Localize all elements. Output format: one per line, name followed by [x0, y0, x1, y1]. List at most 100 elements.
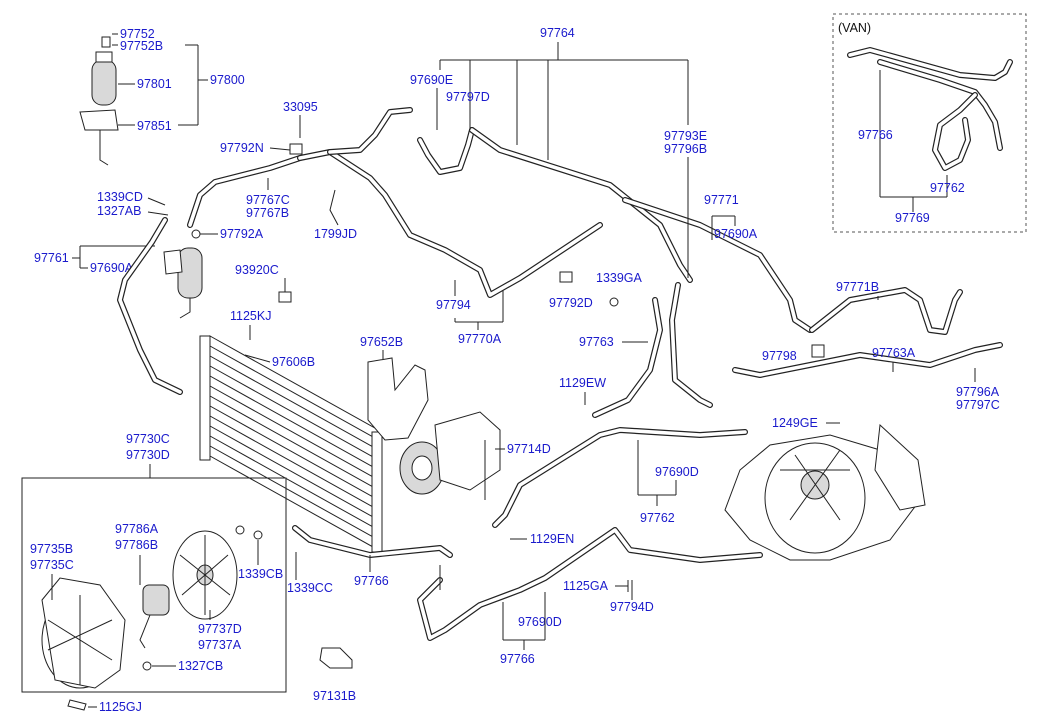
label-97797C: 97797C: [956, 398, 1000, 412]
label-97786A: 97786A: [115, 522, 159, 536]
fan-assembly-inset: 97730C 97730D 97786A 97786B 97735B 97735…: [21, 432, 287, 693]
fan-inset-border: [21, 477, 287, 693]
label-97797D: 97797D: [446, 90, 490, 104]
nut-1327CB: [142, 661, 152, 671]
upper-labels: 97764 97690E 97797D 97793E 97796B 97771 …: [410, 26, 1000, 412]
label-97794: 97794: [436, 298, 471, 312]
upper-pipe-network: [297, 107, 1003, 418]
label-1129EN: 1129EN: [530, 532, 574, 546]
van-inset-border: [832, 13, 1027, 233]
label-97792N: 97792N: [220, 141, 264, 155]
bolt-1125GJ: 1125GJ: [67, 699, 142, 714]
label-1327CB: 1327CB: [178, 659, 223, 673]
label-97131B: 97131B: [313, 689, 356, 703]
compressor-pulley-hub: [411, 455, 433, 481]
compressor-area: 97652B 1129EW 97714D: [360, 335, 606, 500]
label-97690D-low: 97690D: [518, 615, 562, 629]
van-title: (VAN): [838, 21, 871, 35]
label-97766-mid: 97766: [354, 574, 389, 588]
label-97792D: 97792D: [549, 296, 593, 310]
label-97767B: 97767B: [246, 206, 289, 220]
label-97690A-right: 97690A: [714, 227, 758, 241]
receiver-drier-assembly: 97752 97752B 97801 97800 97851: [79, 27, 245, 166]
valve-cap-part: [278, 291, 292, 303]
cap-part: [101, 36, 111, 48]
label-93920C: 93920C: [235, 263, 279, 277]
label-1125KJ: 1125KJ: [230, 309, 271, 323]
label-1125GJ: 1125GJ: [99, 700, 142, 714]
label-1327AB: 1327AB: [97, 204, 141, 218]
van-label-97762: 97762: [930, 181, 965, 195]
label-1799JD: 1799JD: [314, 227, 357, 241]
label-97652B: 97652B: [360, 335, 403, 349]
left-drier-canister: [177, 247, 203, 299]
nut-1339GA: [609, 297, 619, 307]
label-97737A: 97737A: [198, 638, 242, 652]
left-drier-and-pipe: [117, 155, 303, 395]
shroud-bracket: [874, 423, 926, 511]
label-33095: 33095: [283, 100, 318, 114]
compressor-body: [434, 411, 501, 491]
clip-part: [289, 143, 303, 155]
label-97735C: 97735C: [30, 558, 74, 572]
label-97796B: 97796B: [664, 142, 707, 156]
fan-shroud-right: 1249GE: [724, 416, 926, 561]
label-1339GA: 1339GA: [596, 271, 643, 285]
label-97767C: 97767C: [246, 193, 290, 207]
washer-part: [235, 525, 245, 535]
compressor-bracket: [367, 357, 429, 441]
bolt-part: [67, 699, 87, 711]
fan-motor: [142, 584, 170, 616]
label-97793E: 97793E: [664, 129, 707, 143]
label-97761: 97761: [34, 251, 69, 265]
left-drier-bracket: [163, 249, 183, 275]
label-97771: 97771: [704, 193, 739, 207]
label-97714D: 97714D: [507, 442, 551, 456]
van-label-97769: 97769: [895, 211, 930, 225]
lower-pipe-network: 97690D 97762 1129EN 1125GA 97794D 1339CC…: [287, 427, 763, 703]
condenser-right-tank: [371, 431, 383, 553]
label-97763A: 97763A: [872, 346, 916, 360]
drier-bracket: [79, 109, 119, 131]
condenser-left-tank: [199, 335, 211, 461]
label-97737D: 97737D: [198, 622, 242, 636]
label-97735B: 97735B: [30, 542, 73, 556]
label-97690E: 97690E: [410, 73, 453, 87]
bracket-97131B: [319, 647, 353, 669]
clamp-part-97798: [811, 344, 825, 358]
label-97798: 97798: [762, 349, 797, 363]
label-97764: 97764: [540, 26, 575, 40]
label-97801: 97801: [137, 77, 172, 91]
label-97730D: 97730D: [126, 448, 170, 462]
drier-top: [95, 51, 113, 63]
drier-canister: [91, 59, 117, 106]
label-1339CC: 1339CC: [287, 581, 333, 595]
label-97766-low: 97766: [500, 652, 535, 666]
label-97730C: 97730C: [126, 432, 170, 446]
label-97762-mid: 97762: [640, 511, 675, 525]
nut-part: [253, 530, 263, 540]
label-97851: 97851: [137, 119, 172, 133]
label-1129EW: 1129EW: [559, 376, 606, 390]
label-97752B: 97752B: [120, 39, 163, 53]
label-97752: 97752: [120, 27, 155, 41]
clamp-part-97792D: [559, 271, 573, 283]
label-97763: 97763: [579, 335, 614, 349]
label-1125GA: 1125GA: [563, 579, 609, 593]
label-1339CD: 1339CD: [97, 190, 143, 204]
label-1339CB: 1339CB: [238, 567, 283, 581]
label-97606B: 97606B: [272, 355, 315, 369]
label-97771B: 97771B: [836, 280, 879, 294]
top-left-labels: 33095 97792N 1339CD 1327AB 97767C 97767B…: [34, 100, 357, 369]
label-97770A: 97770A: [458, 332, 502, 346]
label-97786B: 97786B: [115, 538, 158, 552]
label-97690D-mid: 97690D: [655, 465, 699, 479]
o-ring-part: [191, 229, 201, 239]
label-97794D: 97794D: [610, 600, 654, 614]
label-97792A: 97792A: [220, 227, 264, 241]
label-97800: 97800: [210, 73, 245, 87]
label-97796A: 97796A: [956, 385, 1000, 399]
label-1249GE: 1249GE: [772, 416, 818, 430]
label-97690A-left: 97690A: [90, 261, 134, 275]
